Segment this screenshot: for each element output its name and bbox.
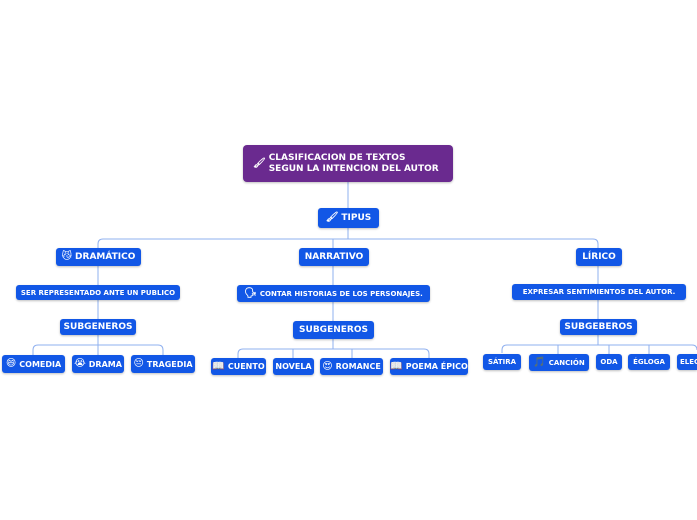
speaking-head-icon: 🗣: [244, 287, 257, 299]
subgenre-cuento-label: CUENTO: [227, 362, 265, 371]
subgenre-egloga[interactable]: ÉGLOGA: [628, 354, 670, 370]
lirico-subgeneros[interactable]: SUBGEBEROS: [560, 319, 637, 335]
grinning-face-icon: 😄: [5, 358, 17, 369]
dramatico-description[interactable]: SER REPRESENTADO ANTE UN PUBLICO: [16, 285, 180, 300]
lirico-description-text: EXPRESAR SENTIMIENTOS DEL AUTOR.: [522, 288, 676, 296]
cat-face-icon: 😼: [61, 251, 73, 262]
subgenre-elegia-label: ELEGÍA: [680, 358, 697, 366]
dramatico-subgeneros-label: SUBGENEROS: [63, 322, 133, 332]
subgenre-oda[interactable]: ODA: [596, 354, 622, 370]
branch-lirico[interactable]: LÍRICO: [576, 248, 622, 266]
narrativo-description-text: CONTAR HISTORIAS DE LOS PERSONAJES.: [259, 289, 423, 298]
subgenre-comedia[interactable]: 😄 COMEDIA: [2, 355, 65, 373]
lirico-subgeneros-label: SUBGEBEROS: [564, 322, 633, 332]
branch-narrativo[interactable]: NARRATIVO: [299, 248, 369, 266]
lirico-description[interactable]: EXPRESAR SENTIMIENTOS DEL AUTOR.: [512, 284, 686, 300]
root-title-line2: SEGUN LA INTENCION DEL AUTOR: [268, 163, 439, 174]
subgenre-satira-label: SÁTIRA: [487, 358, 517, 366]
branch-dramatico-label: DRAMÁTICO: [75, 252, 136, 262]
subgenre-drama[interactable]: 😭 DRAMA: [72, 355, 124, 373]
subgenre-egloga-label: ÉGLOGA: [633, 358, 665, 366]
branch-dramatico[interactable]: 😼 DRAMÁTICO: [56, 248, 141, 266]
subgenre-tragedia[interactable]: 😔 TRAGEDIA: [131, 355, 195, 373]
root-title-line1: CLASIFICACION DE TEXTOS: [268, 152, 406, 163]
subgenre-tragedia-label: TRAGEDIA: [146, 359, 193, 369]
subgenre-comedia-label: COMEDIA: [19, 359, 62, 369]
subgenre-satira[interactable]: SÁTIRA: [483, 354, 521, 370]
subgenre-novela[interactable]: NOVELA: [273, 358, 314, 375]
subgenre-romance[interactable]: 😍 ROMANCE: [320, 358, 383, 375]
subgenre-cancion-label: CANCIÓN: [548, 358, 585, 367]
subgenre-romance-label: ROMANCE: [335, 362, 381, 371]
musical-note-icon: 🎵: [533, 356, 546, 368]
crying-face-icon: 😭: [74, 358, 86, 369]
subgenre-drama-label: DRAMA: [88, 359, 122, 369]
tipus-node[interactable]: 🖌 TIPUS: [318, 208, 379, 228]
dramatico-description-text: SER REPRESENTADO ANTE UN PUBLICO: [20, 288, 176, 297]
open-book-icon: 📖: [212, 360, 225, 372]
subgenre-cancion[interactable]: 🎵 CANCIÓN: [529, 354, 589, 371]
branch-narrativo-label: NARRATIVO: [304, 252, 364, 262]
subgenre-cuento[interactable]: 📖 CUENTO: [211, 358, 266, 375]
narrativo-subgeneros-label: SUBGENEROS: [299, 325, 368, 335]
tipus-label: TIPUS: [341, 213, 372, 223]
subgenre-poema-epico[interactable]: 📖 POEMA ÉPICO: [390, 358, 468, 375]
brush-icon: 🖌: [325, 212, 339, 223]
subgenre-novela-label: NOVELA: [275, 362, 312, 371]
brush-icon: 🖌: [253, 157, 266, 169]
subgenre-poema-epico-label: POEMA ÉPICO: [405, 362, 468, 371]
narrativo-subgeneros[interactable]: SUBGENEROS: [293, 321, 374, 339]
subgenre-elegia[interactable]: ELEGÍA: [677, 354, 697, 370]
open-book-icon: 📖: [390, 360, 403, 372]
sad-face-icon: 😔: [133, 358, 144, 369]
subgenre-oda-label: ODA: [600, 358, 618, 366]
heart-eyes-icon: 😍: [322, 360, 333, 372]
narrativo-description[interactable]: 🗣 CONTAR HISTORIAS DE LOS PERSONAJES.: [237, 285, 430, 302]
dramatico-subgeneros[interactable]: SUBGENEROS: [60, 319, 136, 335]
root-topic[interactable]: 🖌 CLASIFICACION DE TEXTOS SEGUN LA INTEN…: [243, 145, 453, 182]
branch-lirico-label: LÍRICO: [582, 252, 616, 262]
